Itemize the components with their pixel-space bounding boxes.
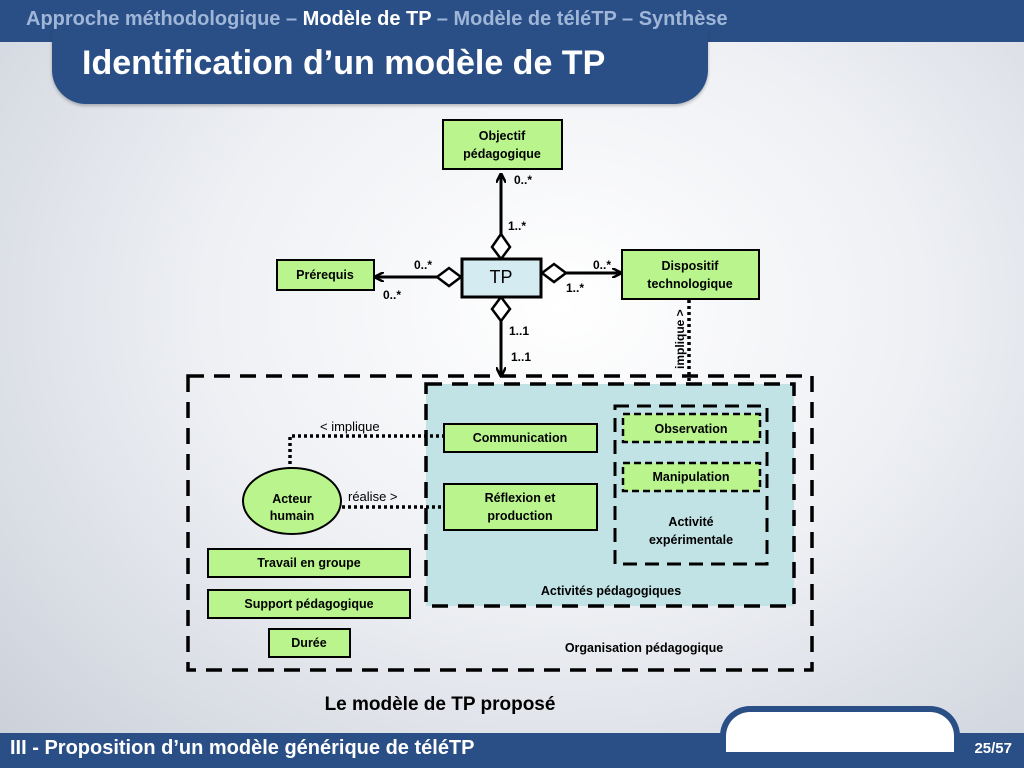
activite-label-1: Activité [668, 515, 713, 529]
mult-objectif-top: 0..* [514, 173, 532, 187]
duree-label: Durée [291, 636, 326, 650]
implique-vertical-label: implique > [673, 309, 687, 369]
observation-label: Observation [655, 422, 728, 436]
travail-en-groupe-box: Travail en groupe [207, 548, 411, 578]
acteur-humain-ellipse: Acteur humain [242, 467, 342, 535]
tp-label: TP [489, 267, 512, 287]
breadcrumb: Approche méthodologique – Modèle de TP –… [26, 8, 728, 31]
mult-organisation-bottom: 1..1 [511, 350, 531, 364]
dispositif-technologique-box: Dispositif technologique [621, 249, 760, 300]
title-tab: Identification d’un modèle de TP [52, 30, 708, 104]
aggregation-diamond-bottom [490, 294, 512, 324]
acteur-label-2: humain [270, 509, 314, 523]
tp-box: TP [460, 257, 543, 299]
footer-tab [720, 706, 960, 752]
support-label: Support pédagogique [244, 597, 373, 611]
mult-dispositif-bottom: 1..* [566, 281, 584, 295]
objectif-label-1: Objectif [479, 129, 526, 143]
prerequis-box: Prérequis [276, 259, 375, 291]
breadcrumb-prefix: Approche méthodologique – [26, 8, 303, 30]
page-title: Identification d’un modèle de TP [82, 44, 606, 82]
activites-pedagogiques-label: Activités pédagogiques [541, 584, 681, 598]
activite-label-2: expérimentale [649, 533, 733, 547]
aggregation-diamond-right [539, 262, 569, 284]
acteur-label-1: Acteur [272, 492, 312, 506]
mult-prerequis-top: 0..* [414, 258, 432, 272]
mult-dispositif-top: 0..* [593, 258, 611, 272]
dispositif-label-2: technologique [647, 277, 732, 291]
communication-label: Communication [473, 431, 567, 445]
implique-left-link [288, 434, 443, 470]
support-pedagogique-box: Support pédagogique [207, 589, 411, 619]
manipulation-box: Manipulation [621, 461, 762, 493]
manipulation-label: Manipulation [652, 470, 729, 484]
mult-organisation-top: 1..1 [509, 324, 529, 338]
travail-label: Travail en groupe [257, 556, 361, 570]
aggregation-diamond-top [490, 231, 512, 262]
breadcrumb-suffix: – Modèle de téléTP – Synthèse [431, 8, 728, 30]
reflexion-label-1: Réflexion et [485, 491, 557, 505]
reflexion-production-box: Réflexion et production [443, 483, 598, 531]
realise-label: réalise > [348, 489, 398, 504]
figure-caption: Le modèle de TP proposé [324, 694, 556, 715]
observation-box: Observation [621, 412, 762, 444]
duree-box: Durée [268, 628, 351, 658]
implique-left-label: < implique [320, 419, 380, 434]
dispositif-label-1: Dispositif [662, 259, 720, 273]
breadcrumb-current: Modèle de TP [302, 8, 432, 30]
objectif-pedagogique-box: Objectif pédagogique [442, 119, 563, 170]
organisation-pedagogique-label: Organisation pédagogique [565, 641, 723, 655]
aggregation-diamond-left [434, 266, 464, 288]
prerequis-label: Prérequis [296, 268, 354, 282]
footer-section-title: III - Proposition d’un modèle générique … [10, 737, 475, 759]
reflexion-label-2: production [487, 509, 552, 523]
page-number: 25/57 [974, 740, 1012, 757]
communication-box: Communication [443, 423, 598, 453]
mult-objectif-bottom: 1..* [508, 219, 526, 233]
mult-prerequis-bottom: 0..* [383, 288, 401, 302]
objectif-label-2: pédagogique [463, 147, 541, 161]
